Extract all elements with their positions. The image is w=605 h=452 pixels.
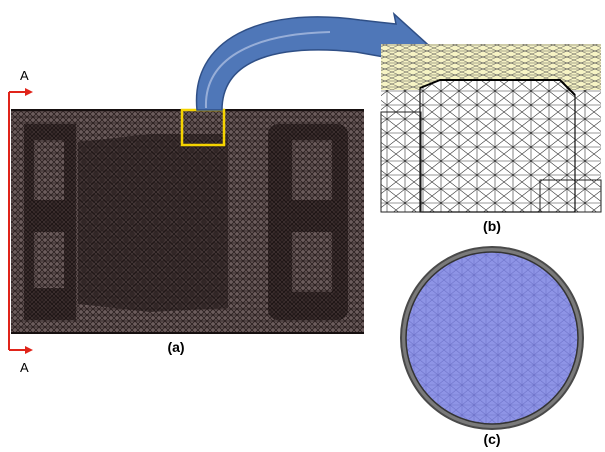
panel-label-c: (c) — [483, 431, 500, 447]
panel-label-a: (a) — [167, 339, 184, 355]
zoom-curved-arrow — [195, 11, 438, 111]
cross-section-disk — [406, 252, 578, 424]
panel-c-cross-section — [400, 246, 584, 430]
section-label-bottom: A — [20, 360, 29, 375]
section-line-a-a — [8, 88, 33, 354]
panel-label-b: (b) — [483, 218, 501, 234]
panel-a-mesh — [11, 109, 364, 334]
mesh-center-drum — [78, 134, 228, 312]
section-label-top: A — [20, 68, 29, 83]
panel-b-zoom-mesh — [380, 44, 602, 213]
